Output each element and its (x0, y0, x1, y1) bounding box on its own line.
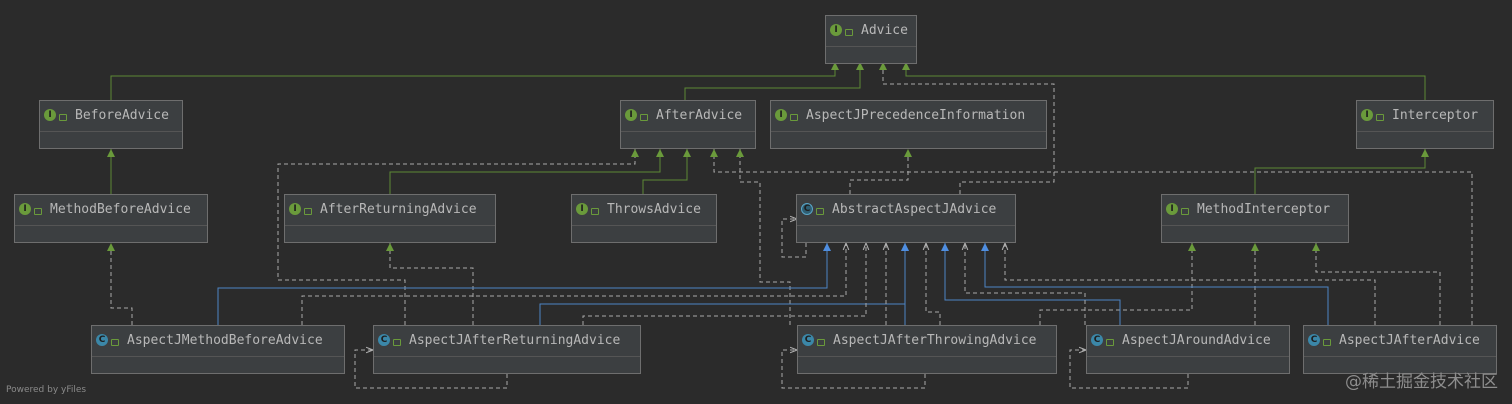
public-lock-icon (393, 338, 401, 346)
public-lock-icon (59, 113, 67, 121)
node-aspectj-precedence-information[interactable]: I AspectJPrecedenceInformation (770, 100, 1047, 149)
watermark-label: @稀土掘金技术社区 (1345, 372, 1498, 392)
public-lock-icon (1181, 207, 1189, 215)
interface-icon: I (830, 24, 842, 36)
node-aspectj-after-returning-advice[interactable]: C AspectJAfterReturningAdvice (373, 325, 641, 374)
edge-aspectj-before-extends-abstract (217, 243, 831, 325)
node-advice[interactable]: I Advice (825, 15, 917, 64)
edge-self-loop-abstract (781, 219, 807, 258)
class-icon: C (96, 334, 108, 346)
node-label: MethodInterceptor (1197, 201, 1331, 217)
node-label: AspectJMethodBeforeAdvice (127, 332, 323, 348)
edge-self-loop-after-returning (354, 350, 508, 389)
edge-abstract-to-advice (879, 62, 1055, 194)
node-label: AbstractAspectJAdvice (832, 201, 997, 217)
node-label: ThrowsAdvice (607, 201, 701, 217)
edge-dep-abstract-2 (582, 243, 866, 325)
edge-aspectj-after-returning-dep-after-returning (386, 243, 474, 325)
node-aspectj-method-before-advice[interactable]: C AspectJMethodBeforeAdvice (91, 325, 345, 374)
edge-aspectj-after-returning-extends-abstract (539, 243, 909, 325)
node-aspectj-after-throwing-advice[interactable]: C AspectJAfterThrowingAdvice (797, 325, 1057, 374)
public-lock-icon (1106, 338, 1114, 346)
interface-icon: I (289, 203, 301, 215)
node-label: AspectJAfterReturningAdvice (409, 332, 621, 348)
edge-after-advice-to-advice (684, 62, 864, 100)
class-icon: C (1091, 334, 1103, 346)
edge-dep-abstract-4 (926, 243, 941, 325)
edge-after-advice-extends-abstract (981, 243, 1329, 325)
node-after-advice[interactable]: I AfterAdvice (620, 100, 756, 149)
node-label: MethodBeforeAdvice (50, 201, 191, 217)
node-label: AfterReturningAdvice (320, 201, 477, 217)
public-lock-icon (34, 207, 42, 215)
node-after-returning-advice[interactable]: I AfterReturningAdvice (284, 194, 496, 243)
node-aspectj-after-advice[interactable]: C AspectJAfterAdvice (1303, 325, 1497, 374)
edge-throws-to-after (642, 149, 691, 194)
interface-icon: I (576, 203, 588, 215)
public-lock-icon (640, 113, 648, 121)
node-label: AspectJAroundAdvice (1122, 332, 1271, 348)
edge-aspectj-before-dep-method-before (107, 243, 133, 325)
node-method-before-advice[interactable]: I MethodBeforeAdvice (14, 194, 208, 243)
node-label: AspectJPrecedenceInformation (806, 107, 1026, 123)
public-lock-icon (790, 113, 798, 121)
public-lock-icon (304, 207, 312, 215)
public-lock-icon (817, 338, 825, 346)
edge-dep-abstract-6 (1005, 243, 1376, 325)
edge-dep-abstract-5 (965, 243, 1086, 325)
interface-icon: I (1361, 109, 1373, 121)
edge-after-advice-dep-after (710, 149, 1473, 325)
node-label: BeforeAdvice (75, 107, 169, 123)
edge-dep-abstract-1 (301, 243, 846, 325)
public-lock-icon (816, 207, 824, 215)
class-icon: C (802, 334, 814, 346)
edge-abstract-to-precedence (849, 149, 912, 194)
class-icon: C (378, 334, 390, 346)
edge-after-returning-to-after (389, 149, 664, 194)
node-before-advice[interactable]: I BeforeAdvice (39, 100, 183, 149)
abstract-class-icon: C (801, 203, 813, 215)
public-lock-icon (1323, 338, 1331, 346)
edge-around-extends-abstract (941, 243, 1121, 325)
class-icon: C (1308, 334, 1320, 346)
node-throws-advice[interactable]: I ThrowsAdvice (571, 194, 717, 243)
interface-icon: I (1166, 203, 1178, 215)
node-aspectj-around-advice[interactable]: C AspectJAroundAdvice (1086, 325, 1290, 374)
interface-icon: I (625, 109, 637, 121)
edge-after-advice-dep-method-interceptor (1312, 243, 1441, 325)
node-label: Interceptor (1392, 107, 1479, 123)
public-lock-icon (845, 28, 853, 36)
node-interceptor[interactable]: I Interceptor (1356, 100, 1494, 149)
edge-after-throwing-dep-after (736, 149, 791, 325)
public-lock-icon (591, 207, 599, 215)
powered-by-label: Powered by yFiles (6, 385, 87, 395)
public-lock-icon (111, 338, 119, 346)
node-method-interceptor[interactable]: I MethodInterceptor (1161, 194, 1349, 243)
node-label: Advice (861, 22, 908, 38)
node-label: AspectJAfterAdvice (1339, 332, 1480, 348)
node-label: AfterAdvice (656, 107, 743, 123)
edge-interceptor-to-advice (902, 62, 1426, 100)
edge-method-interceptor-to-interceptor (1254, 149, 1429, 194)
interface-icon: I (775, 109, 787, 121)
public-lock-icon (1376, 113, 1384, 121)
edge-self-loop-around (1069, 350, 1189, 389)
interface-icon: I (44, 109, 56, 121)
node-abstract-aspectj-advice[interactable]: C AbstractAspectJAdvice (796, 194, 1016, 243)
edge-after-throwing-dep-method-interceptor (1039, 243, 1196, 325)
interface-icon: I (19, 203, 31, 215)
edge-self-loop-after-throwing (781, 350, 926, 389)
node-label: AspectJAfterThrowingAdvice (833, 332, 1037, 348)
edge-before-advice-to-advice (110, 62, 839, 100)
